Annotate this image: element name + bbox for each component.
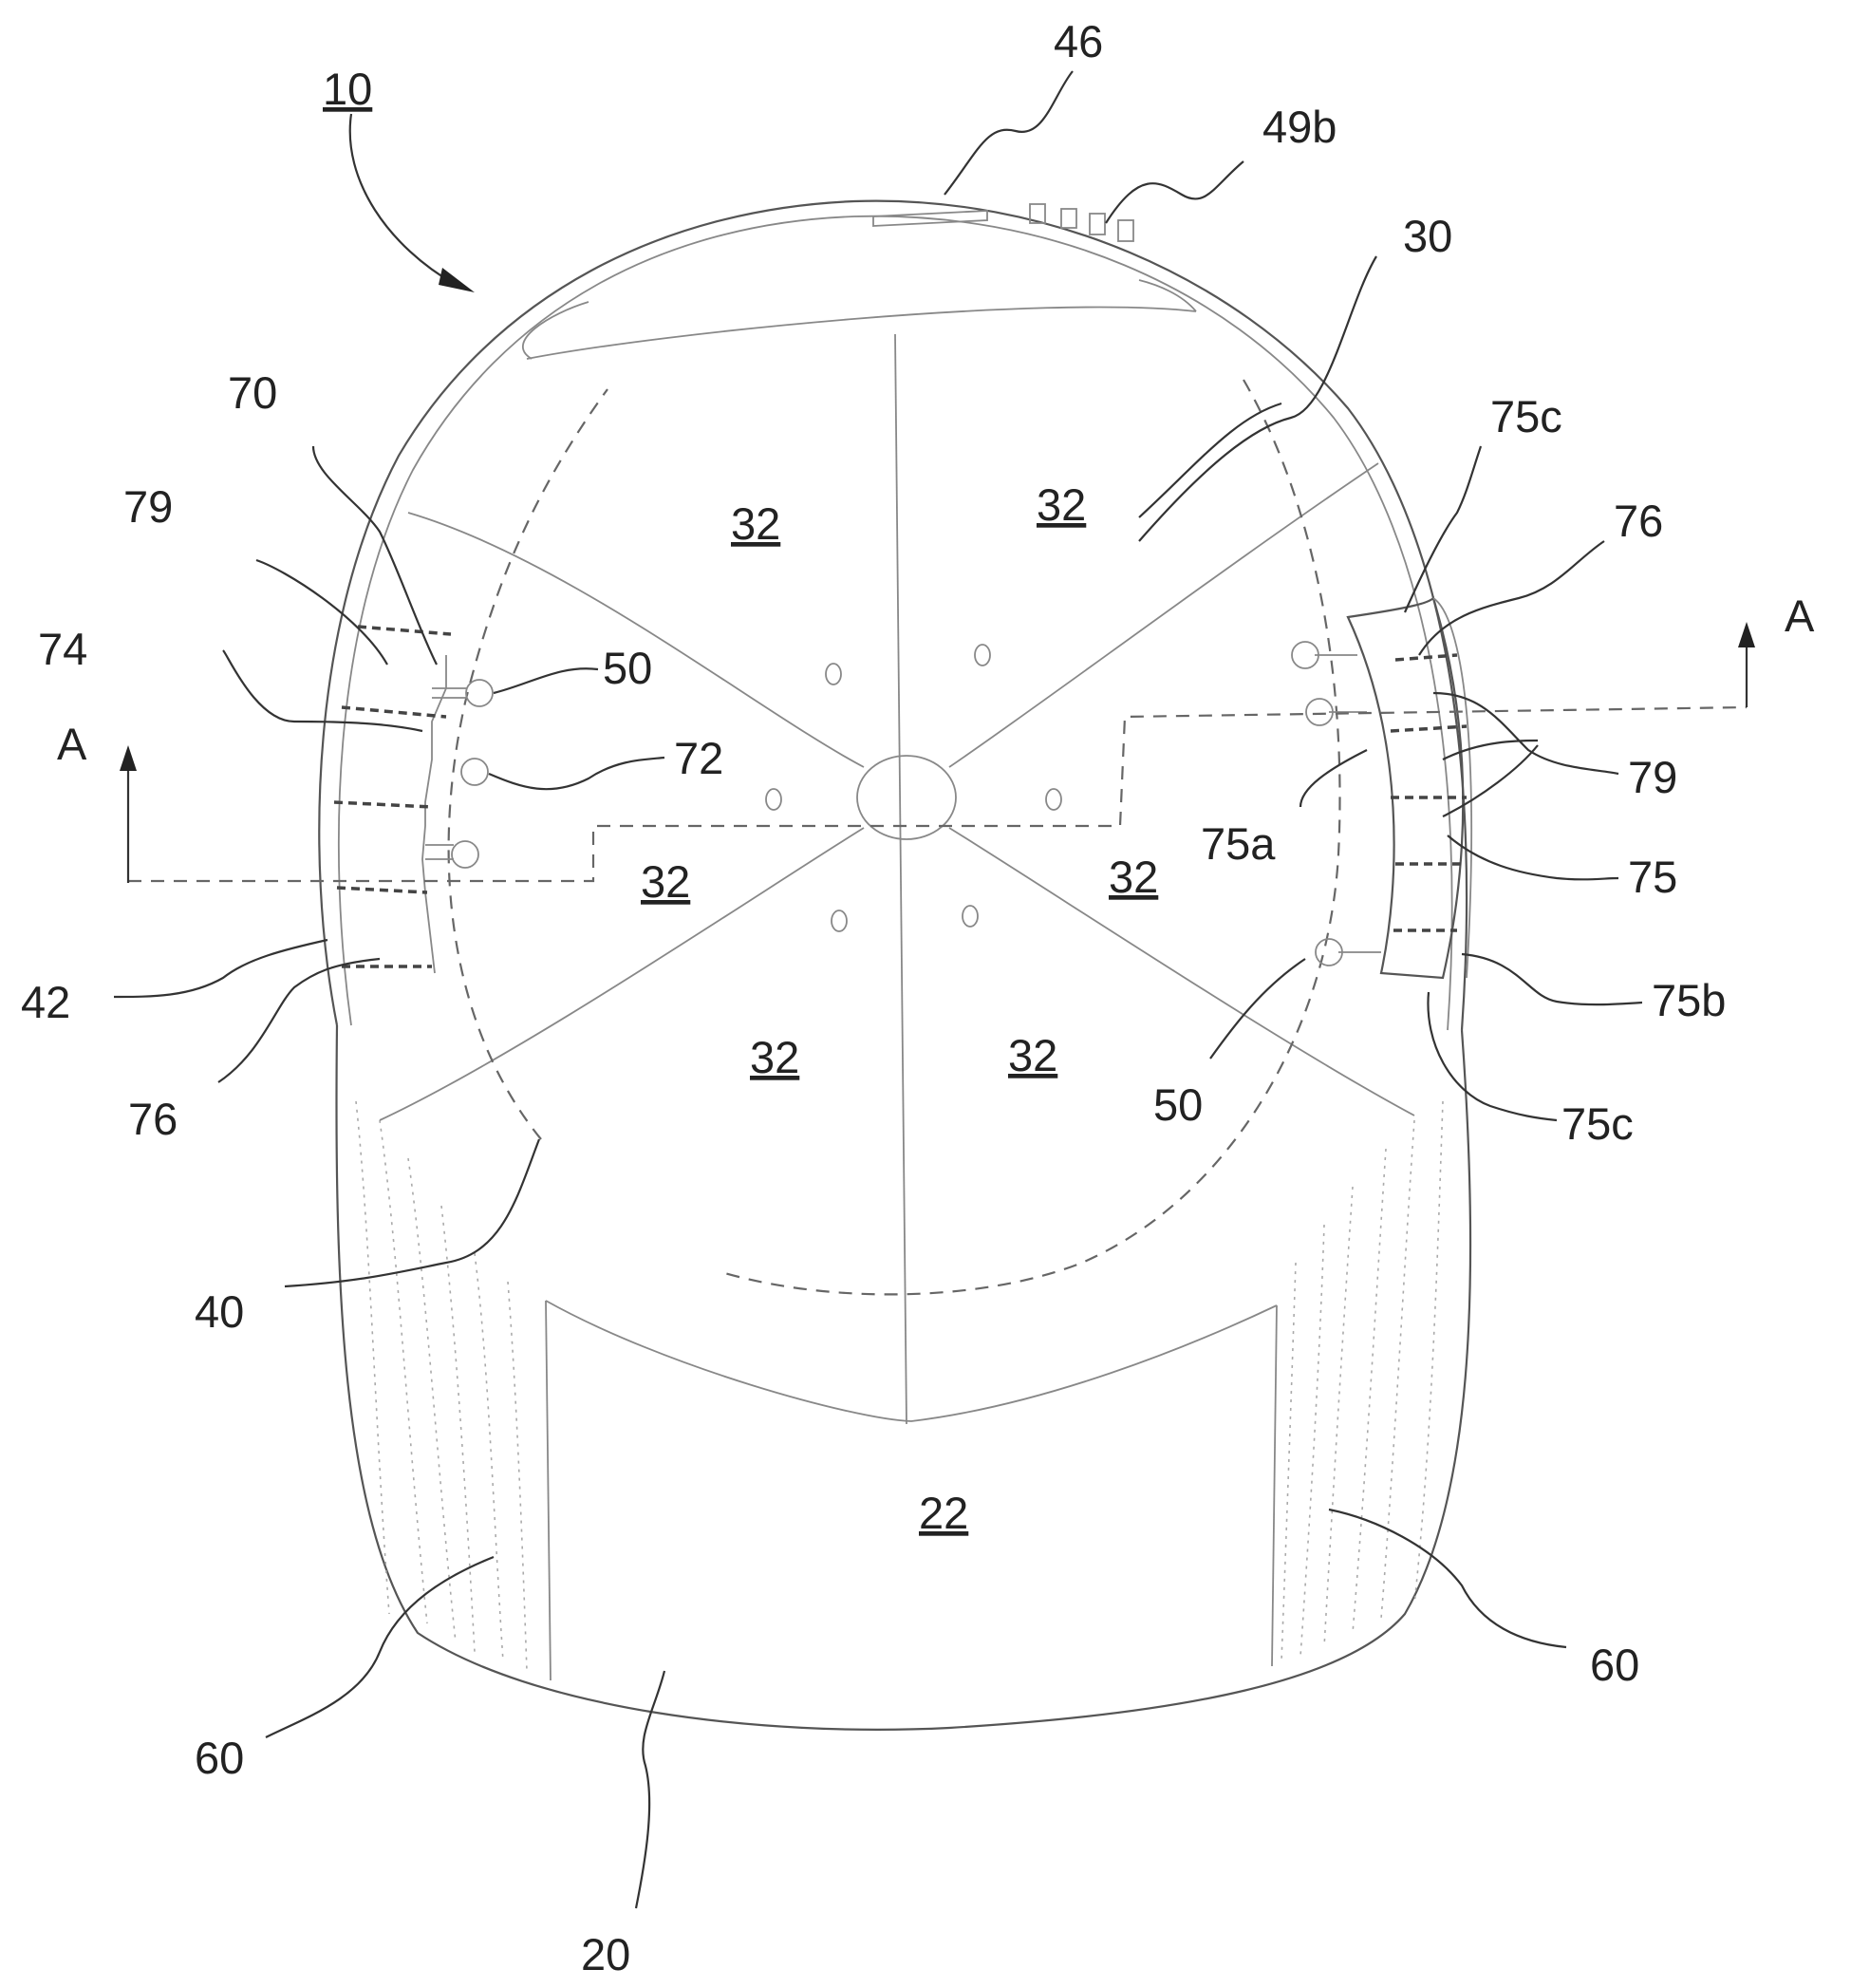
- mesh-panel-60-left: [356, 1101, 527, 1671]
- label-60-left: 60: [195, 1733, 244, 1783]
- label-79-left: 79: [123, 481, 173, 532]
- label-76-left: 76: [128, 1094, 178, 1144]
- label-50-left: 50: [603, 643, 652, 693]
- label-42: 42: [21, 977, 70, 1027]
- label-50-right: 50: [1153, 1079, 1203, 1130]
- snap-50-right: [1316, 939, 1342, 966]
- adjuster-70-left: [334, 627, 493, 973]
- panel-32-bottom-right: 32: [1008, 1030, 1057, 1080]
- label-76-right: 76: [1614, 496, 1663, 546]
- label-A-right: A: [1785, 591, 1815, 641]
- panel-32-mid-right: 32: [1109, 852, 1158, 902]
- section-line-A: [120, 622, 1755, 883]
- adjuster-75-right: [1292, 598, 1471, 978]
- snap-72: [461, 759, 488, 785]
- label-75a: 75a: [1201, 818, 1276, 869]
- label-A-left: A: [57, 719, 87, 769]
- panel-32-mid-left: 32: [641, 856, 690, 907]
- label-49b: 49b: [1262, 102, 1337, 152]
- label-70: 70: [228, 367, 277, 418]
- label-72: 72: [674, 733, 723, 783]
- label-79-right: 79: [1628, 752, 1677, 802]
- panel-32-top-left: 32: [731, 498, 780, 549]
- panel-32-bottom-left: 32: [750, 1032, 799, 1082]
- label-20: 20: [581, 1929, 630, 1979]
- label-60-right: 60: [1590, 1640, 1639, 1690]
- strap-46: [873, 204, 1133, 241]
- label-22: 22: [919, 1488, 968, 1538]
- label-75c-top: 75c: [1490, 391, 1562, 441]
- label-40: 40: [195, 1286, 244, 1337]
- snap-50-left: [466, 680, 493, 706]
- label-30: 30: [1403, 211, 1452, 261]
- label-75b: 75b: [1652, 975, 1726, 1025]
- label-46: 46: [1054, 16, 1103, 66]
- label-10: 10: [323, 64, 372, 114]
- label-75c-bottom: 75c: [1561, 1098, 1634, 1149]
- label-75: 75: [1628, 852, 1677, 902]
- crown-30: [319, 201, 1467, 1424]
- label-74: 74: [38, 624, 87, 674]
- panel-32-top-right: 32: [1037, 479, 1086, 530]
- mesh-panel-60-right: [1281, 1101, 1443, 1661]
- leader-lines: [114, 71, 1642, 1908]
